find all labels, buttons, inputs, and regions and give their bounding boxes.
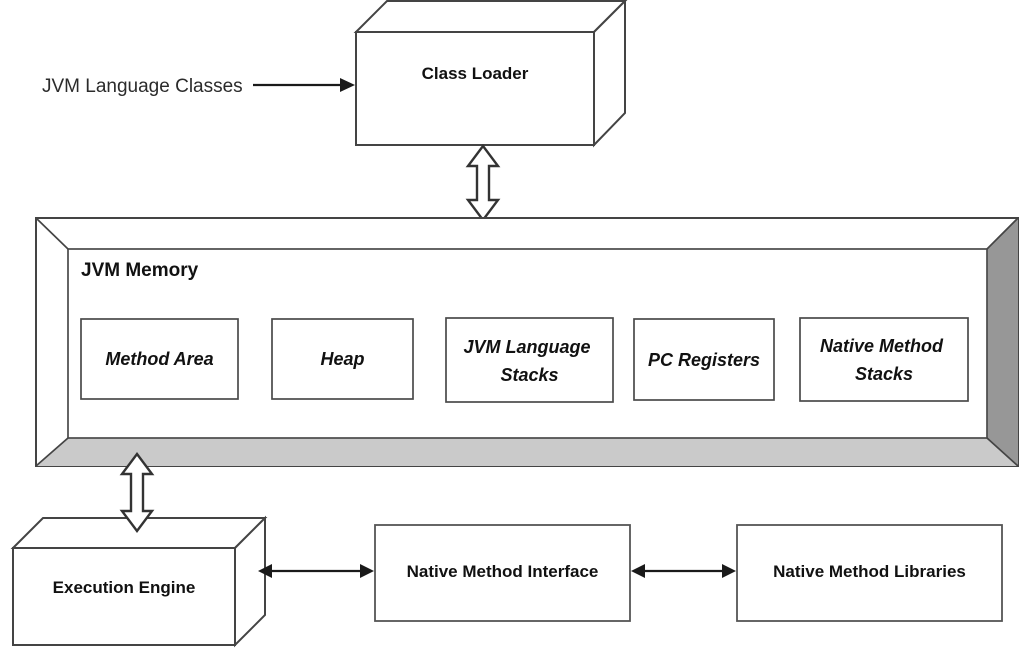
native-method-interface-label: Native Method Interface — [407, 562, 599, 581]
class-loader-top-face — [353, 0, 628, 33]
jvm-language-stacks-label: JVM Language Stacks — [463, 337, 595, 385]
native-method-stacks-label: Native Method Stacks — [820, 336, 948, 384]
jvm-memory-bottom-bevel — [36, 438, 1018, 466]
node-jvm-language-stacks: JVM Language Stacks — [445, 317, 614, 403]
pc-registers-label: PC Registers — [648, 350, 760, 370]
heap-label: Heap — [320, 349, 364, 369]
heap-box — [271, 318, 414, 400]
arrow-engine-to-interface — [258, 564, 374, 578]
native-method-interface-box — [374, 524, 631, 622]
hollow-double-arrow-classloader-memory-icon — [465, 144, 501, 222]
native-method-libraries-box — [736, 524, 1003, 622]
jvm-language-stacks-box — [445, 317, 614, 403]
arrowhead-right-icon — [722, 564, 736, 578]
arrowhead-left-icon — [258, 564, 272, 578]
jvm-language-classes-label: JVM Language Classes — [42, 76, 243, 97]
native-method-libraries-label: Native Method Libraries — [773, 562, 966, 581]
execution-engine-front-face — [12, 547, 236, 646]
label-line: Stacks — [855, 364, 913, 384]
arrowhead-right-icon — [340, 78, 355, 92]
node-heap: Heap — [271, 318, 414, 400]
label-line: Stacks — [500, 365, 558, 385]
node-native-method-interface: Native Method Interface — [374, 524, 631, 622]
node-method-area: Method Area — [80, 318, 239, 400]
frame-miter-top-right — [986, 217, 1019, 250]
pc-registers-box — [633, 318, 775, 401]
class-loader-front-face — [355, 31, 595, 146]
label-line: Native Method — [820, 336, 944, 356]
jvm-memory-right-bevel — [987, 218, 1018, 466]
jvm-memory-label: JVM Memory — [81, 260, 199, 281]
native-method-stacks-box — [799, 317, 969, 402]
frame-miter-bottom-right — [986, 437, 1019, 467]
node-class-loader: Class Loader — [353, 0, 628, 148]
class-loader-label: Class Loader — [422, 64, 529, 83]
arrow-interface-to-libraries — [631, 564, 736, 578]
node-execution-engine: Execution Engine — [10, 515, 268, 648]
node-pc-registers: PC Registers — [633, 318, 775, 401]
hollow-double-arrow-memory-engine-icon — [119, 452, 155, 533]
arrowhead-right-icon — [360, 564, 374, 578]
method-area-label: Method Area — [105, 349, 213, 369]
method-area-box — [80, 318, 239, 400]
node-native-method-libraries: Native Method Libraries — [736, 524, 1003, 622]
frame-miter-top-left — [35, 217, 69, 250]
frame-miter-bottom-left — [35, 437, 69, 467]
execution-engine-label: Execution Engine — [53, 578, 196, 597]
node-jvm-memory: JVM Memory Method Area Heap JVM Language… — [35, 217, 1019, 467]
node-native-method-stacks: Native Method Stacks — [799, 317, 969, 402]
arrowhead-left-icon — [631, 564, 645, 578]
arrow-classes-to-classloader — [253, 78, 355, 92]
label-line: JVM Language — [463, 337, 590, 357]
